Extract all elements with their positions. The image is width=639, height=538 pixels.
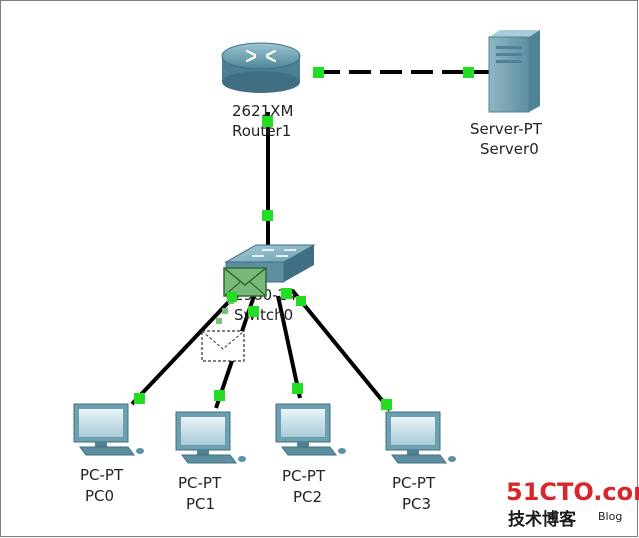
port-light (313, 67, 324, 78)
port-lights (134, 67, 474, 410)
port-light (248, 306, 259, 317)
watermark-blog: Blog (598, 510, 622, 523)
router-device[interactable]: 2621XM Router1 (221, 42, 301, 140)
pc2-model-label: PC-PT (282, 467, 326, 485)
port-light (296, 296, 306, 306)
watermark-brand: 51CTO.com (506, 478, 639, 506)
port-light (262, 116, 273, 127)
envelope-icon (223, 267, 267, 297)
port-light (134, 393, 145, 404)
server-model-label: Server-PT (470, 120, 543, 138)
port-light (262, 210, 273, 221)
watermark: 51CTO.com 技术博客 Blog (506, 478, 639, 530)
links (130, 70, 490, 412)
router-icon (221, 42, 301, 93)
pc0-model-label: PC-PT (80, 466, 124, 484)
pc2-name-label: PC2 (293, 488, 322, 506)
envelope-icon (201, 330, 245, 362)
pc0-name-label: PC0 (85, 487, 114, 505)
router-name-label: Router1 (232, 122, 291, 140)
pdu-envelope-ghost (201, 330, 245, 362)
pc3-name-label: PC3 (402, 495, 431, 513)
link-switch-pc0[interactable] (130, 290, 240, 406)
link-switch-pc2[interactable] (276, 295, 302, 399)
port-light (381, 399, 392, 410)
server-icon (488, 30, 540, 113)
port-light (463, 67, 474, 78)
pc3-model-label: PC-PT (392, 474, 436, 492)
server-device[interactable]: Server-PT Server0 (470, 30, 543, 158)
pc-icon (385, 411, 456, 464)
pc2-device[interactable]: PC-PT PC2 (275, 403, 346, 506)
switch-name-label: Switch0 (234, 306, 293, 324)
port-light (281, 288, 292, 299)
pc1-device[interactable]: PC-PT PC1 (175, 411, 246, 513)
router-model-label: 2621XM (232, 102, 293, 120)
pc-icon (73, 403, 144, 456)
server-name-label: Server0 (480, 140, 539, 158)
pc-icon (175, 411, 246, 464)
pc1-model-label: PC-PT (178, 474, 222, 492)
pdu-envelope[interactable] (223, 267, 267, 297)
pc1-name-label: PC1 (186, 495, 215, 513)
watermark-sub: 技术博客 (508, 509, 577, 530)
port-light (292, 383, 303, 394)
port-light (227, 292, 237, 302)
pc0-device[interactable]: PC-PT PC0 (73, 403, 144, 505)
port-light (214, 390, 225, 401)
pc-icon (275, 403, 346, 456)
pc3-device[interactable]: PC-PT PC3 (385, 411, 456, 513)
link-switch-pc3[interactable] (290, 288, 392, 412)
